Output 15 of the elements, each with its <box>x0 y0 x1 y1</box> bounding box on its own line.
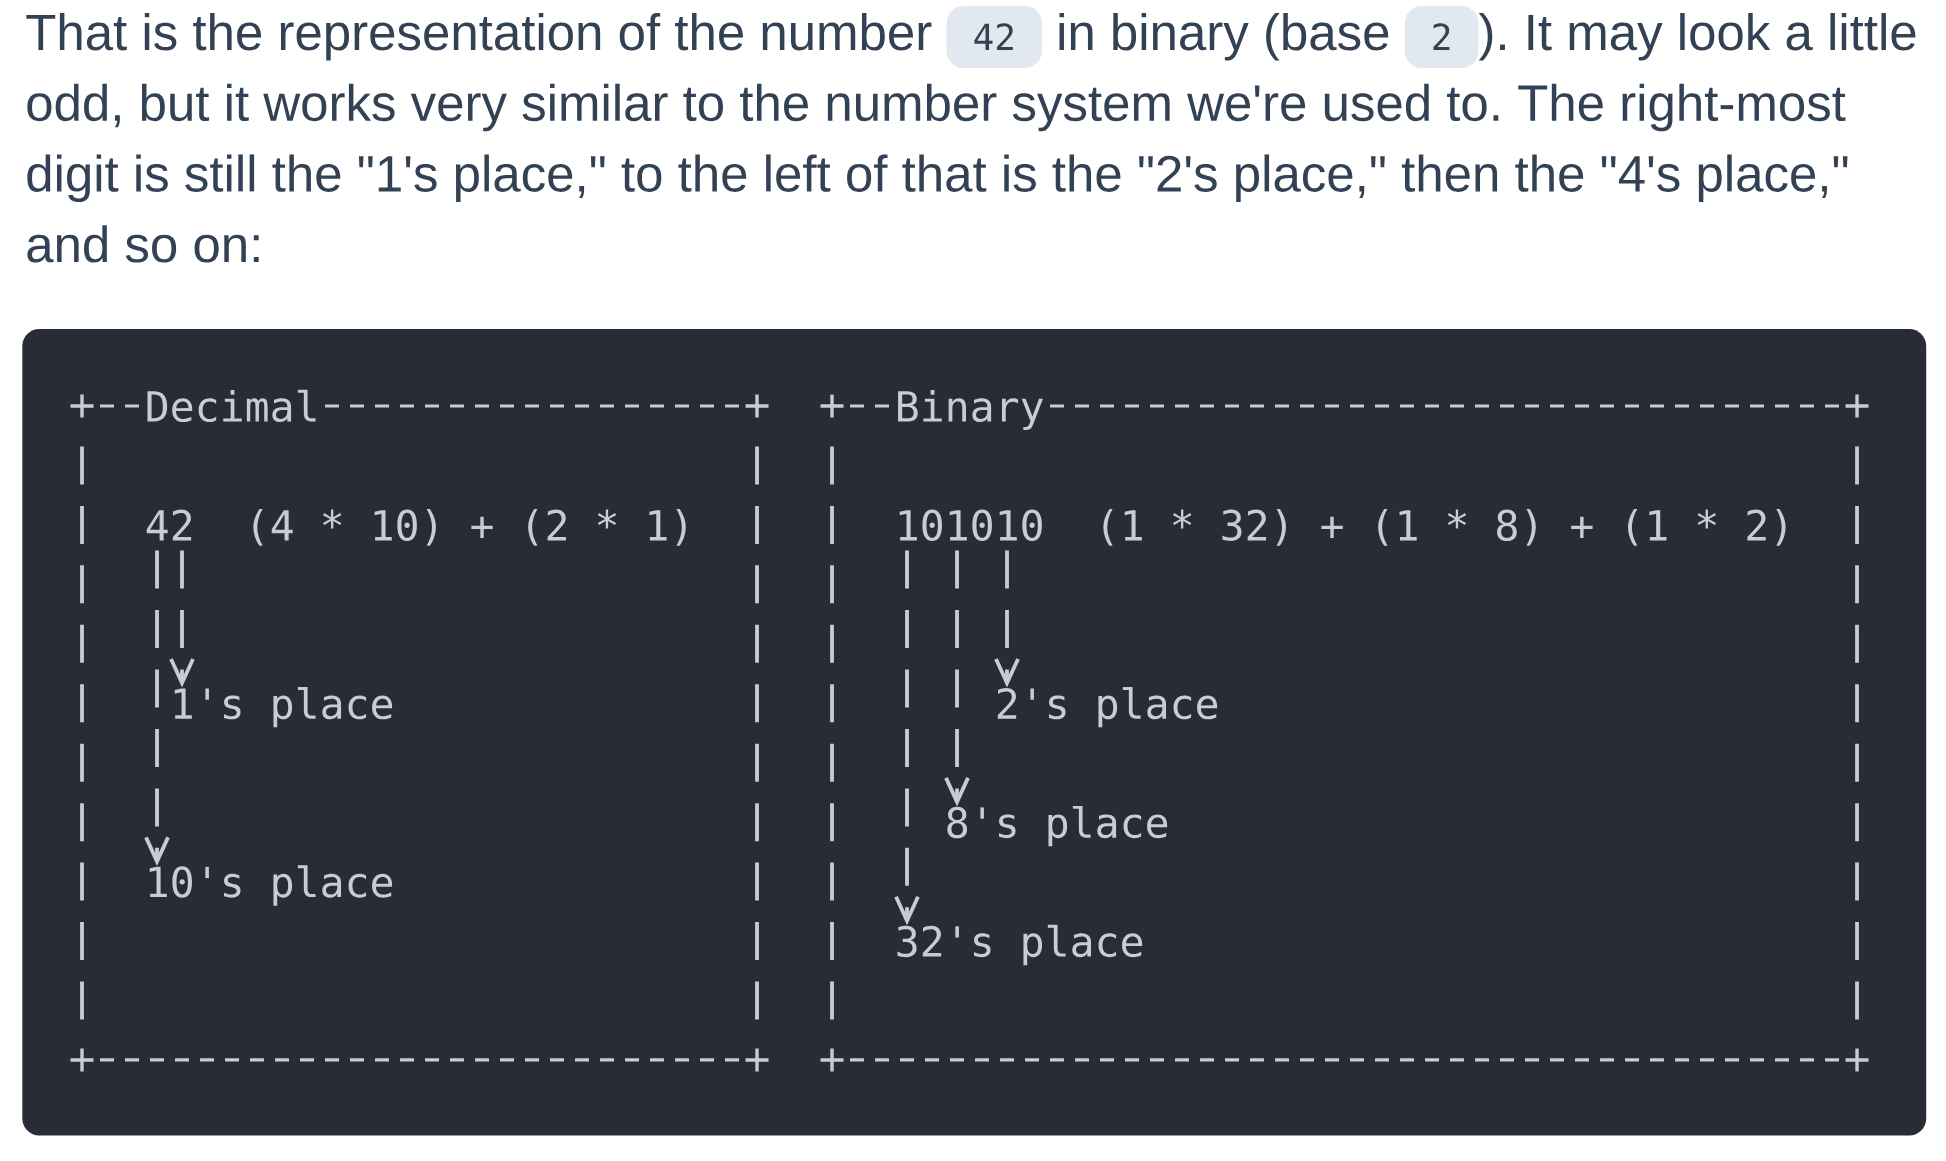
place-label: 8's place <box>947 805 1168 847</box>
arrow <box>994 550 1020 688</box>
arrow <box>169 550 195 688</box>
place-label: 1's place <box>174 687 393 728</box>
inline-code: 2 <box>1404 6 1479 68</box>
place-label: 32's place <box>897 924 1143 966</box>
arrow <box>944 550 970 807</box>
number-label: 42 <box>146 509 192 541</box>
place-label: 10's place <box>149 865 393 906</box>
inline-code: 42 <box>946 6 1042 68</box>
number-label: 101010 <box>899 509 1042 541</box>
place-label: 2's place <box>997 687 1218 728</box>
arrow <box>144 550 170 866</box>
arrow <box>894 550 920 926</box>
paragraph: That is the representation of the number in binary (base ). It may look a little odd, but it works very similar to the number system we're used to. The right-most digit is still the "1's place," to the left of that is the "2's place," then the "4's place," and so on: 42 2 <box>26 6 1916 263</box>
